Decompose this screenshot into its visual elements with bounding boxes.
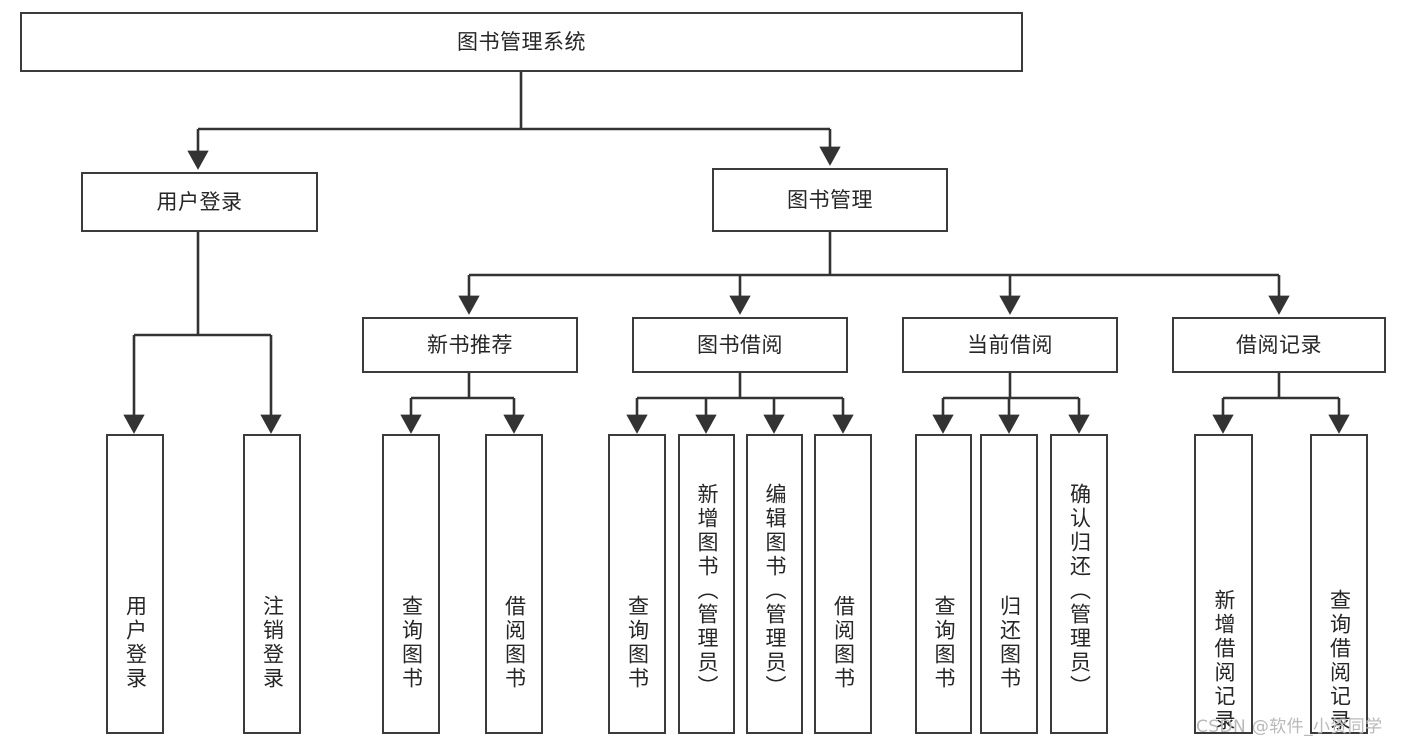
node-leaf-confirm-return[interactable]: 确认归还（管理员） (1050, 434, 1108, 734)
node-borrow-record[interactable]: 借阅记录 (1172, 317, 1386, 373)
node-label: 注销登录 (260, 595, 285, 691)
node-leaf-query-book-3[interactable]: 查询图书 (915, 434, 972, 734)
node-root-system[interactable]: 图书管理系统 (20, 12, 1023, 72)
node-label: 新增借阅记录 (1212, 589, 1237, 733)
node-label: 借阅记录 (1236, 332, 1322, 357)
node-label: 借阅图书 (502, 595, 527, 691)
node-leaf-query-book-1[interactable]: 查询图书 (382, 434, 440, 734)
node-current-borrow[interactable]: 当前借阅 (902, 317, 1118, 373)
node-leaf-edit-book[interactable]: 编辑图书（管理员） (746, 434, 803, 734)
node-label: 新书推荐 (427, 332, 513, 357)
node-user-login[interactable]: 用户登录 (81, 172, 318, 232)
node-book-borrow[interactable]: 图书借阅 (632, 317, 848, 373)
node-leaf-query-record[interactable]: 查询借阅记录 (1310, 434, 1368, 734)
node-leaf-borrow-book-1[interactable]: 借阅图书 (485, 434, 543, 734)
node-label: 用户登录 (123, 595, 148, 691)
node-label: 归还图书 (997, 595, 1022, 691)
node-leaf-add-record[interactable]: 新增借阅记录 (1194, 434, 1253, 734)
node-leaf-user-login[interactable]: 用户登录 (106, 434, 164, 734)
node-label: 新增图书（管理员） (695, 483, 720, 699)
node-label: 图书管理 (787, 187, 873, 212)
node-label: 查询图书 (399, 595, 424, 691)
node-label: 图书管理系统 (457, 29, 586, 54)
node-label: 借阅图书 (831, 595, 856, 691)
node-label: 编辑图书（管理员） (763, 483, 788, 699)
csdn-watermark: CSDN @软件_小贺同学 (1196, 717, 1383, 737)
node-book-manage[interactable]: 图书管理 (712, 168, 948, 232)
node-label: 查询图书 (625, 595, 650, 691)
node-label: 图书借阅 (697, 332, 783, 357)
node-leaf-borrow-book-2[interactable]: 借阅图书 (814, 434, 872, 734)
node-label: 查询图书 (932, 595, 957, 691)
node-leaf-return-book[interactable]: 归还图书 (980, 434, 1038, 734)
node-new-book-recommend[interactable]: 新书推荐 (362, 317, 578, 373)
node-label: 用户登录 (156, 189, 243, 214)
node-label: 当前借阅 (967, 332, 1053, 357)
node-leaf-query-book-2[interactable]: 查询图书 (608, 434, 666, 734)
node-label: 确认归还（管理员） (1067, 483, 1092, 699)
node-leaf-logout-login[interactable]: 注销登录 (243, 434, 301, 734)
node-label: 查询借阅记录 (1327, 589, 1352, 733)
node-leaf-add-book[interactable]: 新增图书（管理员） (678, 434, 735, 734)
